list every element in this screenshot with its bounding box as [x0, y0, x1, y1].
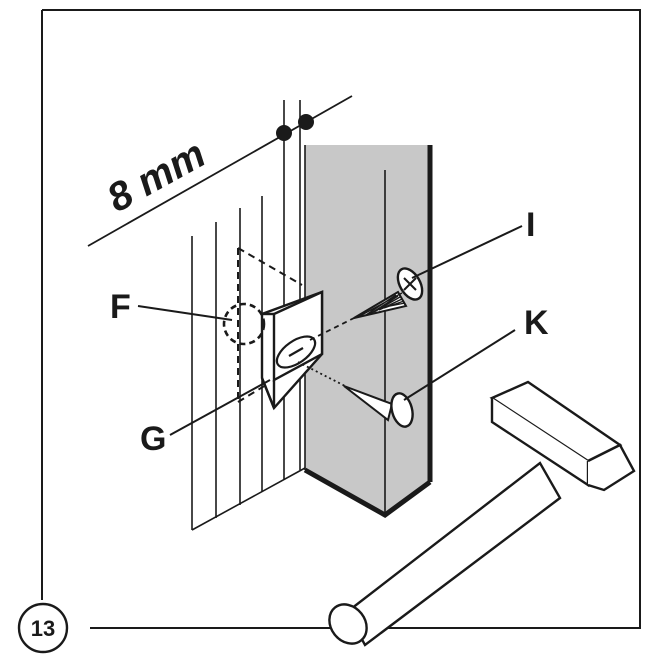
leader-lines: [137, 225, 523, 436]
callout-f: F: [110, 288, 131, 326]
hidden-hole-f: [222, 302, 266, 346]
nail-icon: [343, 385, 414, 428]
step-badge: 13: [17, 602, 69, 654]
dimension-dot-right: [298, 114, 314, 130]
nail-guide-line: [297, 361, 346, 387]
callout-i: I: [526, 206, 535, 244]
callout-g: G: [140, 420, 166, 458]
dimension-dot-left: [276, 125, 292, 141]
bracket-slot: [275, 335, 317, 369]
wooden-post: [303, 145, 433, 518]
callout-k: K: [524, 304, 549, 342]
step-number: 13: [31, 616, 55, 641]
bracket-plate: [260, 290, 324, 411]
hammer-icon: [328, 380, 636, 647]
bracket-hidden-outline: [237, 247, 303, 403]
wall-planks: [191, 100, 306, 531]
